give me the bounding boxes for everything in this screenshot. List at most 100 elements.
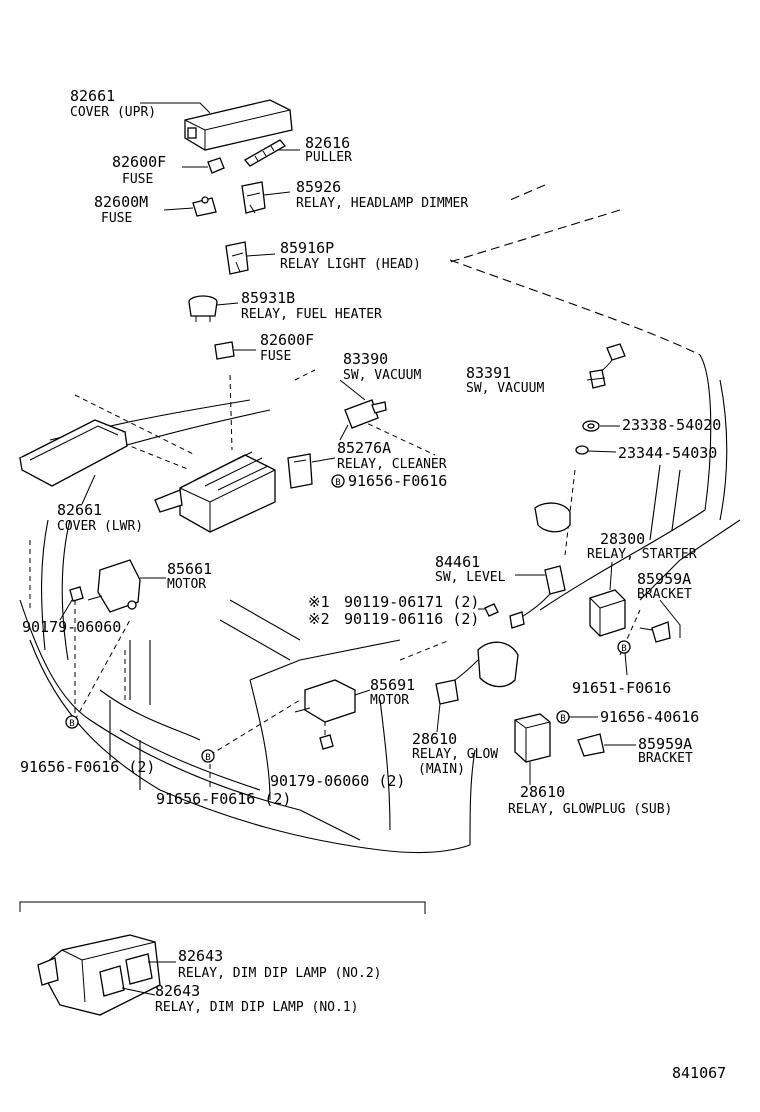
svg-text:SW, VACUUM: SW, VACUUM (466, 381, 544, 396)
relay-light-head-part (225, 241, 249, 275)
svg-text:BRACKET: BRACKET (638, 751, 693, 766)
bracket-85959a-lower-part (577, 733, 605, 757)
svg-text:FUSE: FUSE (122, 172, 153, 187)
level-switch-part (509, 502, 571, 629)
svg-text:90179-06060 (2): 90179-06060 (2) (270, 772, 405, 790)
svg-text:RELAY, GLOWPLUG (SUB): RELAY, GLOWPLUG (SUB) (508, 802, 672, 817)
svg-text:85276A: 85276A (337, 439, 391, 457)
svg-text:90179-06060: 90179-06060 (22, 618, 121, 636)
bolt-marker-91656b: B (65, 715, 79, 729)
figure-number: 841067 (672, 1064, 726, 1082)
svg-text:85926: 85926 (296, 178, 341, 196)
label-note1: ※1 90119-06171 (2) (308, 593, 479, 611)
label-91656c: 91656-F0616 (2) (156, 790, 291, 808)
label-91651: 91651-F0616 (572, 679, 671, 697)
svg-text:85916P: 85916P (280, 239, 334, 257)
label-glow-sub: 28610 RELAY, GLOWPLUG (SUB) (508, 783, 672, 817)
label-sw-level: 84461 SW, LEVEL (435, 553, 506, 585)
svg-text:PULLER: PULLER (305, 150, 352, 165)
svg-text:82616: 82616 (305, 134, 350, 152)
svg-text:91651-F0616: 91651-F0616 (572, 679, 671, 697)
fuse-box-part (154, 451, 276, 533)
svg-text:(MAIN): (MAIN) (418, 762, 465, 777)
label-relay-fh: 85931B RELAY, FUEL HEATER (241, 289, 382, 322)
svg-text:84461: 84461 (435, 553, 480, 571)
svg-text:RELAY, CLEANER: RELAY, CLEANER (337, 457, 447, 472)
svg-text:83390: 83390 (343, 350, 388, 368)
fuse-m-part (192, 196, 217, 217)
svg-text:85691: 85691 (370, 676, 415, 694)
label-91656-40616: 91656-40616 (600, 708, 699, 726)
label-relay-hd: 85926 RELAY, HEADLAMP DIMMER (296, 178, 468, 211)
label-cover-upr: 82661 COVER (UPR) (70, 87, 156, 120)
svg-text:91656-F0616: 91656-F0616 (348, 472, 447, 490)
label-relay-st: 28300 RELAY, STARTER (587, 530, 697, 562)
svg-text:91656-40616: 91656-40616 (600, 708, 699, 726)
label-note2: ※2 90119-06116 (2) (308, 610, 479, 628)
glow-relay-main-part (435, 641, 519, 705)
svg-text:90119-06171 (2): 90119-06171 (2) (344, 593, 479, 611)
fuse-f-lower-part (214, 341, 235, 360)
svg-text:90119-06116 (2): 90119-06116 (2) (344, 610, 479, 628)
label-23338: 23338-54020 (622, 416, 721, 434)
label-90179b: 90179-06060 (2) (270, 772, 405, 790)
label-sw-vac1: 83390 SW, VACUUM (343, 350, 421, 383)
label-fuse-f2: 82600F FUSE (260, 331, 314, 364)
bolt-marker-91651: B (617, 640, 631, 654)
label-23344: 23344-54030 (618, 444, 717, 462)
leader-lines (59, 102, 681, 996)
svg-text:82600M: 82600M (94, 193, 148, 211)
svg-text:SW, VACUUM: SW, VACUUM (343, 368, 421, 383)
svg-text:RELAY, HEADLAMP DIMMER: RELAY, HEADLAMP DIMMER (296, 196, 468, 211)
svg-text:85959A: 85959A (638, 735, 692, 753)
svg-text:91656-F0616 (2): 91656-F0616 (2) (20, 758, 155, 776)
svg-text:91656-F0616 (2): 91656-F0616 (2) (156, 790, 291, 808)
svg-text:B: B (205, 753, 210, 763)
svg-text:B: B (560, 714, 565, 724)
relay-cleaner-part (287, 453, 313, 489)
relay-fuel-heater-part (188, 295, 218, 322)
svg-text:85959A: 85959A (637, 570, 691, 588)
svg-text:82600F: 82600F (112, 153, 166, 171)
svg-text:B: B (335, 478, 340, 488)
label-dim2: 82643 RELAY, DIM DIP LAMP (NO.2) (178, 947, 382, 981)
label-91656a: 91656-F0616 (348, 472, 447, 490)
svg-text:82600F: 82600F (260, 331, 314, 349)
starter-relay-part (589, 589, 626, 637)
nut-90179a-part (69, 586, 84, 602)
label-90179a: 90179-06060 (22, 618, 121, 636)
glowplug-sub-relay-part (514, 713, 551, 763)
svg-text:23344-54030: 23344-54030 (618, 444, 717, 462)
label-cover-lwr: 82661 COVER (LWR) (57, 501, 143, 534)
svg-text:28300: 28300 (600, 530, 645, 548)
bolt-90119-part (484, 603, 499, 617)
bolt-marker-91656c: B (201, 749, 215, 763)
label-relay-lh: 85916P RELAY LIGHT (HEAD) (280, 239, 421, 272)
svg-text:82661: 82661 (57, 501, 102, 519)
label-puller: 82616 PULLER (305, 134, 352, 165)
washer-23344-part (575, 445, 589, 455)
vacuum-switch-1-part (339, 399, 387, 441)
svg-text:23338-54020: 23338-54020 (622, 416, 721, 434)
svg-text:MOTOR: MOTOR (370, 693, 409, 708)
svg-text:RELAY, GLOW: RELAY, GLOW (412, 747, 498, 762)
svg-text:MOTOR: MOTOR (167, 577, 206, 592)
bracket-85959a-upper-part (639, 621, 671, 643)
svg-text:FUSE: FUSE (260, 349, 291, 364)
label-glow-main: 28610 RELAY, GLOW (MAIN) (412, 730, 498, 777)
svg-text:RELAY LIGHT (HEAD): RELAY LIGHT (HEAD) (280, 257, 421, 272)
svg-text:B: B (69, 719, 74, 729)
label-bracket2: 85959A BRACKET (638, 735, 693, 766)
svg-text:RELAY, DIM DIP LAMP (NO.2): RELAY, DIM DIP LAMP (NO.2) (178, 966, 382, 981)
label-fuse-f1: 82600F FUSE (112, 153, 166, 187)
nut-90179b-part (319, 734, 334, 750)
svg-text:85931B: 85931B (241, 289, 295, 307)
svg-text:※1: ※1 (308, 593, 330, 611)
label-fuse-m: 82600M FUSE (94, 193, 148, 226)
svg-text:FUSE: FUSE (101, 211, 132, 226)
bolt-marker-91656a: B (331, 474, 345, 488)
svg-text:82661: 82661 (70, 87, 115, 105)
label-motor1: 85661 MOTOR (167, 560, 212, 592)
svg-text:85661: 85661 (167, 560, 212, 578)
